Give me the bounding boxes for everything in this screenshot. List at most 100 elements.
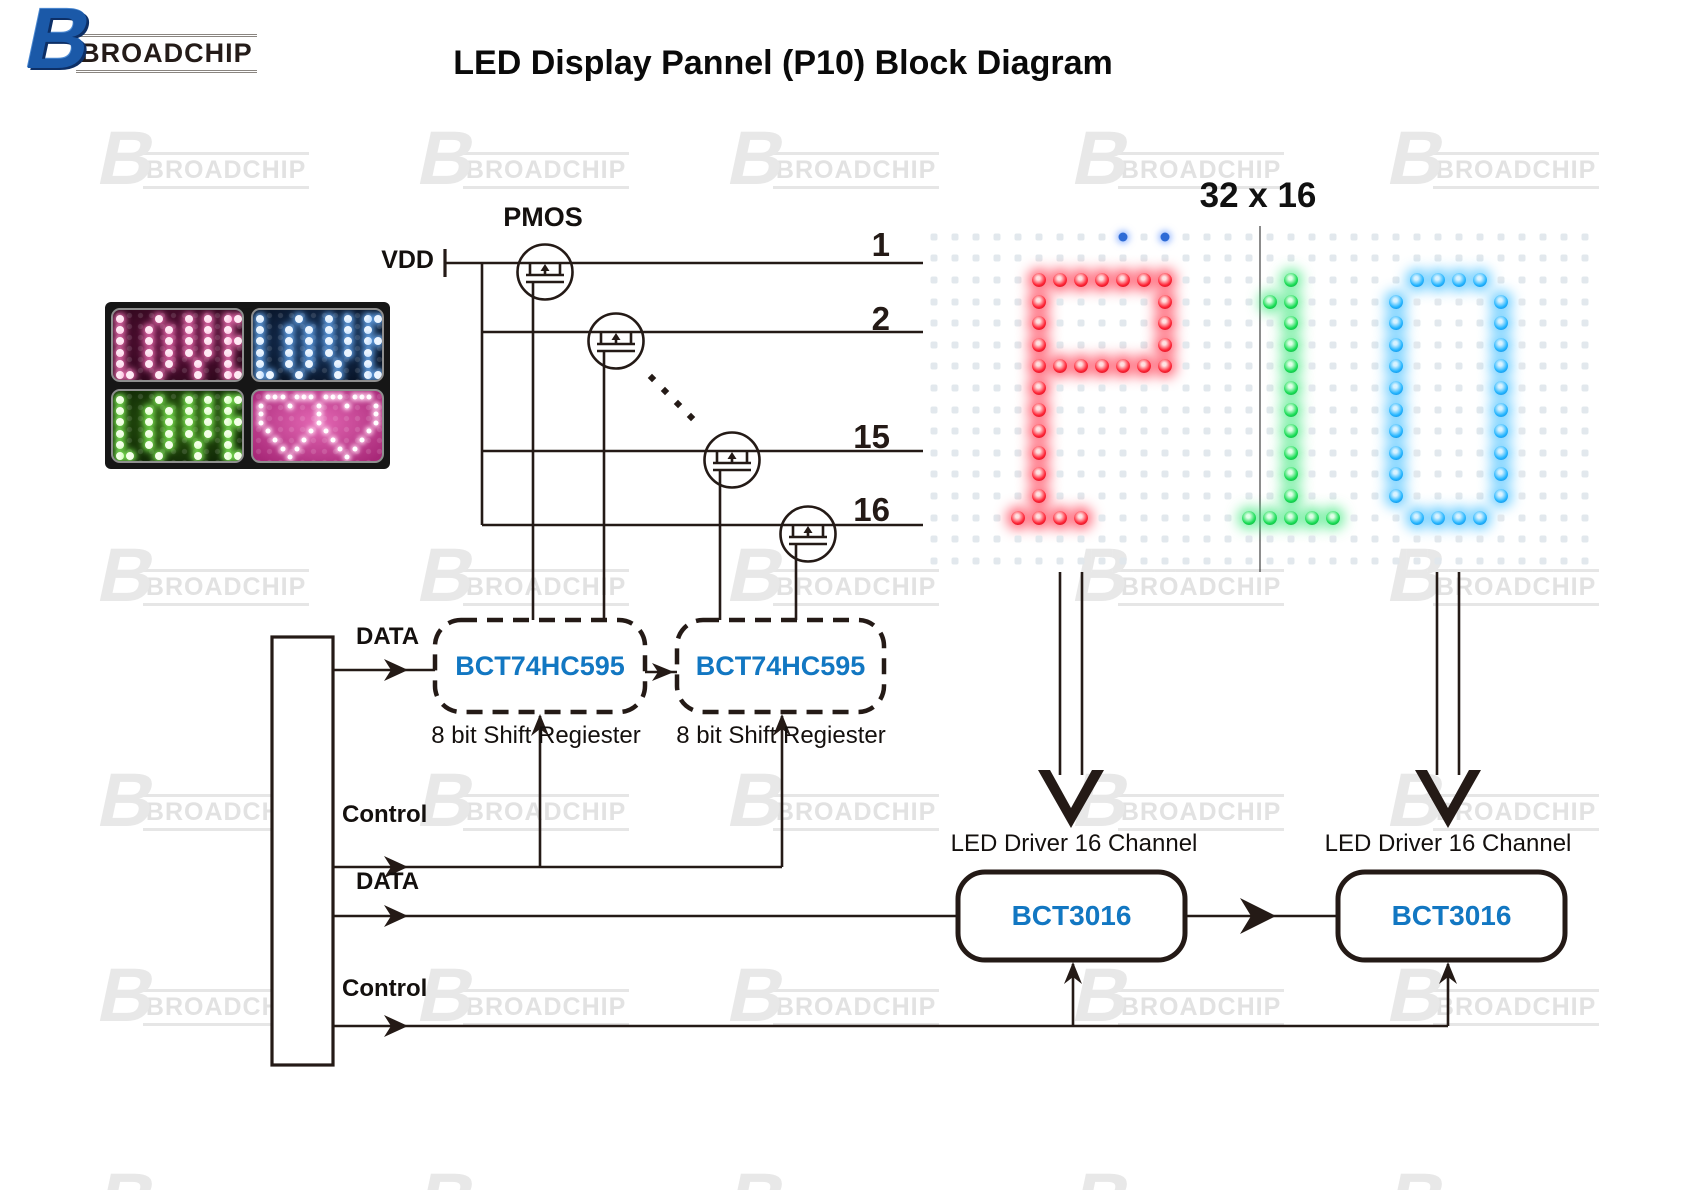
led-dot-off [1329,535,1336,543]
led-dot-off [1539,341,1546,349]
led-sample-displays [105,302,390,469]
led-dot-off [1056,427,1063,435]
tile-led-dot [116,359,124,368]
led-dot-off [1119,449,1126,457]
tile-led-dot [344,403,350,409]
led-dot-off [1035,557,1042,565]
tile-led-dot [363,326,372,335]
led-dot-off [1161,492,1168,500]
led-dot-on [1094,273,1109,287]
tile-led-dot [145,326,154,335]
led-dot-off [1350,298,1357,306]
led-dot-off [1560,557,1567,565]
tile-led-dot [204,348,213,357]
tile-led-dot [165,440,173,449]
led-dot-off [972,427,979,435]
led-dot-on [1493,316,1508,331]
led-dot-off [1098,384,1105,392]
tile-led-dot [344,348,353,357]
led-dot-off [1182,341,1189,349]
led-dot-off [1539,362,1546,370]
led-dot-off [1098,557,1105,565]
tile-led-dot [184,429,193,438]
led-dot-off [1140,384,1147,392]
led-dot-on [1388,359,1403,374]
led-dot-off [1140,298,1147,306]
control1-up-arrowhead-2 [773,714,791,736]
led-dot-off [1518,406,1525,414]
led-dot-on [1283,467,1298,482]
led-dot-off [1329,341,1336,349]
led-dot-on [1031,489,1046,503]
tile-led-dot [285,359,294,368]
led-dot-off [1560,362,1567,370]
tile-led-dot [204,326,213,335]
tile-led-dot [272,394,278,400]
pmos-symbol-2 [597,332,635,353]
led-dot-off [1413,535,1420,543]
led-dot-on [1052,510,1067,525]
tile-led-dot [165,359,173,368]
led-dot-off [1203,514,1210,522]
led-dot-off [1476,427,1483,435]
led-dot-off [1035,254,1042,262]
led-dot-off [1056,557,1063,565]
led-dot-off [1434,449,1441,457]
led-dot-off [1476,492,1483,500]
led-dot-off [1014,535,1021,543]
led-dot-off [993,362,1000,370]
led-dot-off [1518,492,1525,500]
led-dot-on [1241,510,1256,525]
led-dot-off [1098,449,1105,457]
led-dot-on [1283,510,1298,525]
led-dot-off [1560,298,1567,306]
led-dot-off [1371,362,1378,370]
led-dot-off [1203,557,1210,565]
led-dot-off [1413,341,1420,349]
led-dot-on [1430,273,1445,287]
tile-led-dot [223,429,232,438]
shift-register-chip-name-1: BCT74HC595 [455,650,625,681]
led-dot-off [1182,319,1189,327]
scan-row-label-2: 2 [871,300,890,337]
led-dot-off [1560,514,1567,522]
tile-led-dot [373,411,379,417]
led-dot-off [1140,492,1147,500]
tile-led-dot [116,429,124,438]
tile-led-dot [344,315,353,323]
led-dot-off [1077,557,1084,565]
led-dot-off [1308,557,1315,565]
led-dot-off [1287,254,1294,262]
led-dot-off [1266,276,1273,284]
tile-led-dot [204,407,213,416]
led-dot-off [972,298,979,306]
led-dot-off [1224,557,1231,565]
led-dot-off [1287,535,1294,543]
led-dot-off [1161,254,1168,262]
led-dot-off [1434,233,1441,241]
led-dot-off [1350,233,1357,241]
led-dot-off [1224,362,1231,370]
tile-led-dot [366,428,372,434]
panel-size-label: 32 x 16 [1199,176,1317,215]
tile-led-dot [233,396,242,404]
led-dot-off [1371,254,1378,262]
data1-arrowhead [384,659,408,681]
led-dot-off [1434,557,1441,565]
led-dot-off [1455,254,1462,262]
led-dot-on [1409,510,1424,525]
led-dot-off [1224,449,1231,457]
shift-register-caption-1: 8 bit Shift Regiester [431,722,641,749]
led-dot-on [1283,294,1298,309]
led-dot-off [930,514,937,522]
panel-to-driver-arrowhead-right [1415,770,1481,828]
led-dot-off [1203,406,1210,414]
led-dot-off [1518,233,1525,241]
led-dot-on [1388,402,1403,417]
led-dot-off [1182,449,1189,457]
led-dot-on [1325,510,1340,525]
led-dot-off [1182,427,1189,435]
led-dot-off [1056,298,1063,306]
tile-led-dot [352,394,358,400]
